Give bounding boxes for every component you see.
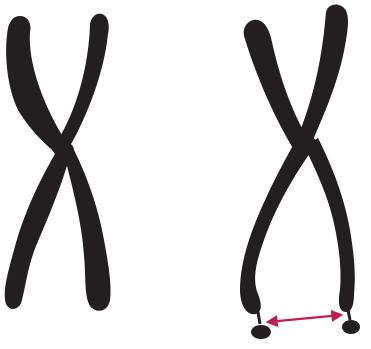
arm-left-lower	[5, 152, 70, 309]
satellite-chromosome	[240, 5, 360, 339]
arm-right-lower	[304, 138, 355, 312]
double-headed-arrow	[268, 315, 341, 322]
arm-left-upper	[244, 20, 306, 150]
normal-chromosome	[5, 14, 111, 311]
centromere	[296, 135, 316, 151]
satellite-stalk-right	[348, 310, 350, 320]
satellite-stalk-left	[258, 312, 260, 324]
arm-right-upper	[58, 14, 109, 146]
arm-right-upper	[298, 5, 348, 142]
arm-left-lower	[240, 140, 312, 314]
satellite-left	[251, 325, 271, 339]
satellite-right	[342, 320, 360, 334]
centromere	[56, 142, 74, 158]
arm-right-lower	[64, 150, 111, 311]
